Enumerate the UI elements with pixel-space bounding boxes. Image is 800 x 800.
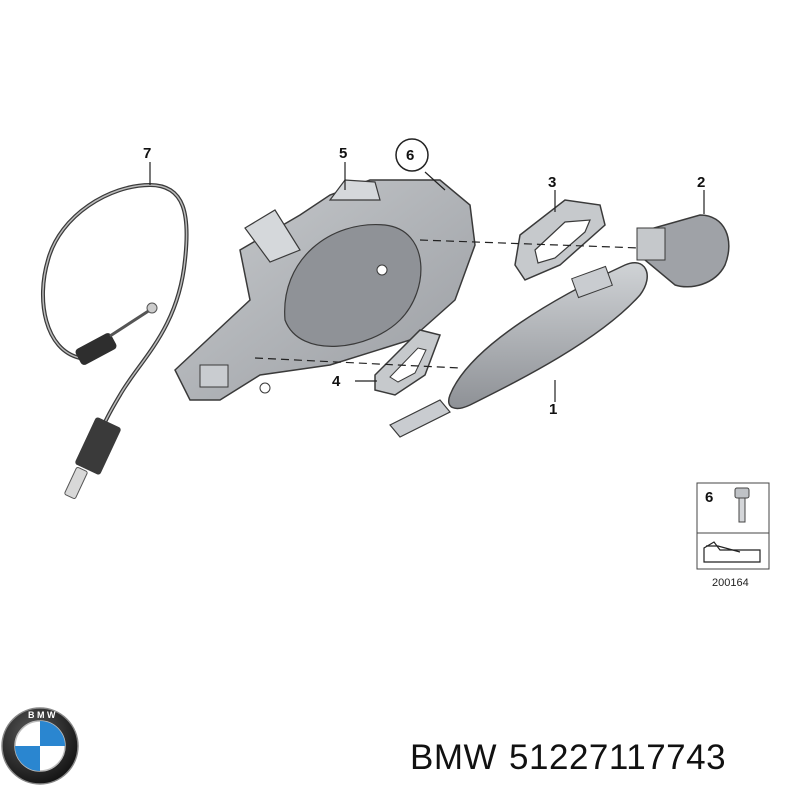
bmw-logo: B M W [1,707,79,785]
callout-4: 4 [332,373,341,390]
assembly-guide-lines [254,239,641,369]
cable-end-fitting [64,302,158,499]
callout-1: 1 [549,401,557,418]
callout-3: 3 [548,174,556,191]
gasket-part-4 [374,329,441,396]
screw-callout-leader [424,171,446,191]
diagram-reference-code: 200164 [712,577,749,589]
callout-5: 5 [339,145,347,162]
callout-6: 6 [406,147,414,164]
part-number: 51227117743 [509,738,727,777]
gasket-part-3 [514,199,606,281]
bowden-cable-part-7 [41,183,189,451]
callout-leaders [149,162,705,402]
direction-arrow-icon [703,541,761,563]
legend-part-number: 6 [705,489,713,506]
callout-6-circle [395,138,429,172]
bmw-logo-letters: B M W [28,710,56,720]
brand-name: BMW [410,738,498,777]
part-caption: BMW 51227117743 [410,738,738,778]
fastener-legend-box: 6 200164 [696,482,770,589]
cover-cap-part-2 [636,214,730,288]
door-handle-part-1 [389,262,648,438]
callout-7: 7 [143,145,151,162]
callout-2: 2 [697,174,705,191]
screw-icon [734,487,750,523]
handle-carrier-part-5 [174,179,476,401]
